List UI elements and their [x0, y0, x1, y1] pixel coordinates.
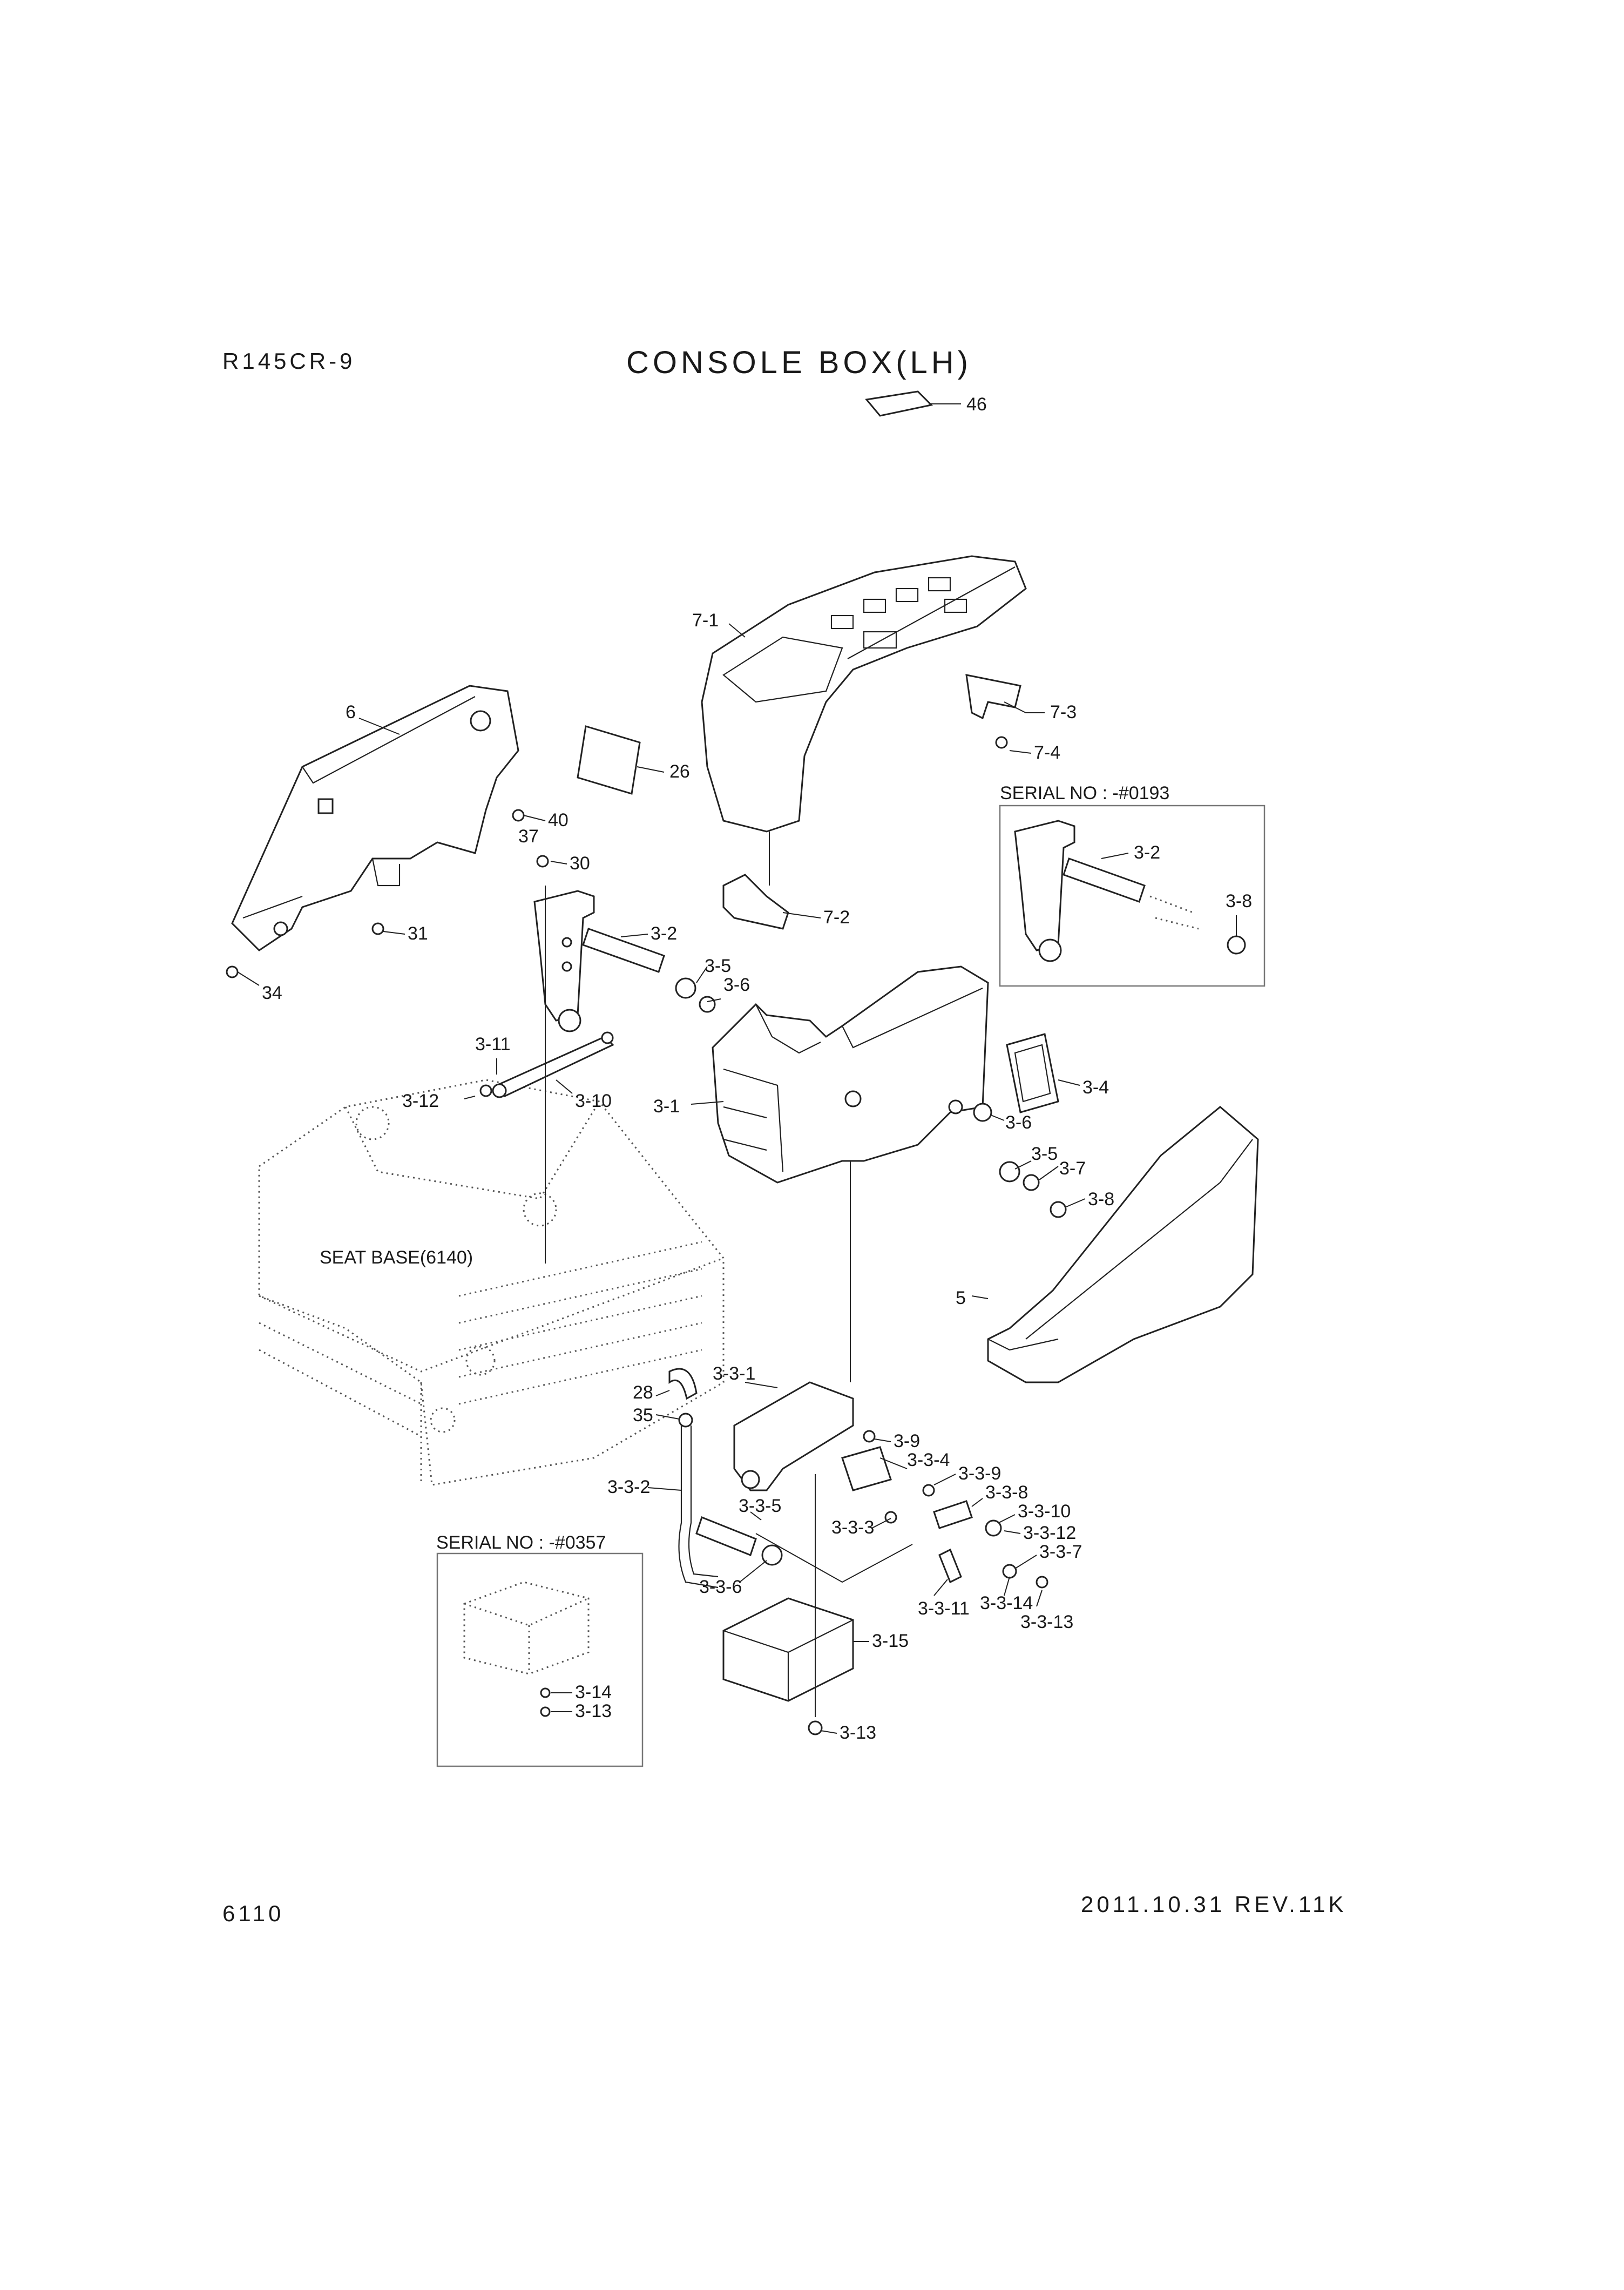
- callout-5: 5: [956, 1288, 966, 1308]
- gas-spring-3-10: [492, 1031, 614, 1098]
- callout-7-2: 7-2: [823, 907, 850, 928]
- callout-6: 6: [346, 702, 356, 722]
- callout-3-6-a: 3-6: [723, 975, 750, 995]
- inset-bottom-label-3-13: 3-13: [575, 1701, 612, 1721]
- callout-3-3-2: 3-3-2: [607, 1477, 650, 1497]
- console-frame-3-1: [712, 965, 989, 1184]
- inset-serial-0357: SERIAL NO : -#0357 3-14 3-13: [436, 1532, 644, 1767]
- callout-35: 35: [633, 1405, 653, 1426]
- inset-top-label-3-2: 3-2: [1134, 842, 1160, 863]
- callout-3-9: 3-9: [894, 1431, 920, 1451]
- callout-3-11: 3-11: [475, 1034, 511, 1055]
- bracket-7-3: [965, 674, 1021, 720]
- callout-3-3-14: 3-3-14: [980, 1593, 1033, 1613]
- callout-3-3-4: 3-3-4: [907, 1450, 950, 1470]
- callout-3-4: 3-4: [1082, 1077, 1109, 1098]
- callout-3-3-9: 3-3-9: [958, 1463, 1001, 1484]
- callout-26: 26: [669, 761, 690, 782]
- callout-31: 31: [408, 923, 428, 944]
- callout-3-3-7: 3-3-7: [1039, 1542, 1082, 1562]
- callout-3-8: 3-8: [1088, 1189, 1114, 1210]
- callout-3-3-1: 3-3-1: [713, 1363, 755, 1384]
- link-plate-3-3-10: [933, 1500, 973, 1529]
- pad-46: [865, 390, 933, 417]
- callout-3-10: 3-10: [575, 1091, 612, 1111]
- inset-top-label-3-8: 3-8: [1226, 891, 1252, 911]
- callout-3-3-8: 3-3-8: [985, 1482, 1028, 1503]
- label-sheet-26: [577, 725, 641, 795]
- callout-3-7: 3-7: [1059, 1158, 1086, 1179]
- callout-40: 40: [548, 810, 569, 830]
- callout-46: 46: [966, 394, 987, 415]
- cover-box-3-15: [722, 1597, 854, 1702]
- callout-3-3-13: 3-3-13: [1020, 1612, 1073, 1632]
- callout-3-3-3: 3-3-3: [831, 1517, 874, 1538]
- callout-3-3-6: 3-3-6: [699, 1577, 742, 1597]
- hardware-set: [226, 736, 1067, 1735]
- callout-3-13: 3-13: [840, 1722, 876, 1743]
- inset-bottom-label-3-14: 3-14: [575, 1682, 612, 1703]
- callout-3-15: 3-15: [872, 1631, 909, 1651]
- callout-leaders: [237, 403, 1086, 1734]
- callout-28: 28: [633, 1382, 653, 1403]
- callout-3-5-a: 3-5: [705, 956, 731, 976]
- callout-3-6-b: 3-6: [1005, 1112, 1032, 1133]
- revision-date: 2011.10.31 REV.11K: [1081, 1892, 1347, 1917]
- assembly-center-lines: [545, 832, 913, 1717]
- callout-37: 37: [518, 826, 539, 847]
- inset-top-title: SERIAL NO : -#0193: [1000, 783, 1169, 803]
- callout-7-3: 7-3: [1050, 702, 1077, 722]
- side-cover-lh-6: [231, 685, 519, 951]
- callout-3-3-5: 3-3-5: [739, 1496, 781, 1516]
- callout-3-5-b: 3-5: [1031, 1144, 1058, 1164]
- callout-7-4: 7-4: [1034, 742, 1060, 763]
- bracket-7-2: [722, 874, 789, 930]
- page-number: 6110: [222, 1901, 285, 1926]
- pedal-bracket-3-3-1: [733, 1381, 892, 1491]
- side-cover-rh-5: [987, 1106, 1259, 1383]
- callout-3-2: 3-2: [651, 923, 677, 944]
- callout-34: 34: [262, 983, 282, 1003]
- seat-base-outline: SEAT BASE(6140): [258, 1079, 725, 1486]
- callout-labels: 46 7-1 7-3 7-4 6 26 40 37 30 31 34 3-2 7…: [262, 394, 1114, 1743]
- hose-3-3-2: [668, 1368, 719, 1589]
- inset-bottom-title: SERIAL NO : -#0357: [436, 1532, 606, 1553]
- page-title: CONSOLE BOX(LH): [626, 345, 972, 380]
- callout-30: 30: [570, 853, 590, 874]
- callout-3-12: 3-12: [402, 1091, 439, 1111]
- mounting-bracket-3-2: [533, 890, 665, 1032]
- callout-3-1: 3-1: [653, 1096, 680, 1117]
- top-cover-7-1: [701, 555, 1027, 833]
- grommet-3-4: [1006, 1033, 1059, 1113]
- callout-3-3-12: 3-3-12: [1023, 1523, 1076, 1543]
- inset-serial-0193: SERIAL NO : -#0193 3-2 3-8: [999, 783, 1266, 987]
- model-name: R145CR-9: [222, 348, 356, 374]
- pin-3-3-5: [695, 1516, 757, 1556]
- callout-3-3-10: 3-3-10: [1018, 1501, 1071, 1522]
- seat-base-label: SEAT BASE(6140): [320, 1247, 473, 1268]
- callout-3-3-11: 3-3-11: [918, 1598, 970, 1619]
- callout-7-1: 7-1: [692, 610, 719, 631]
